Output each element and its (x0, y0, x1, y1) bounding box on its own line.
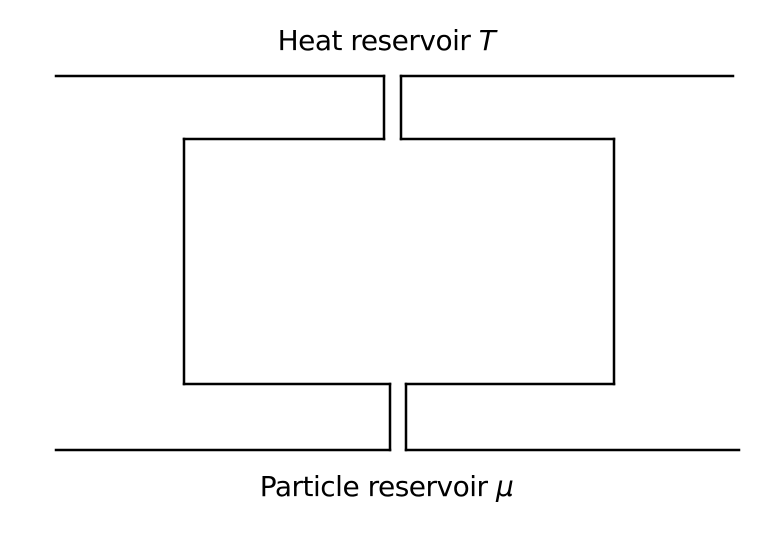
chemical-potential-symbol: μ (495, 470, 514, 503)
heat-reservoir-label: Heat reservoir T (0, 24, 773, 57)
temperature-symbol: T (478, 24, 496, 57)
particle-reservoir-label: Particle reservoir μ (0, 470, 773, 503)
heat-reservoir-text: Heat reservoir (277, 24, 479, 57)
particle-reservoir-text: Particle reservoir (259, 470, 496, 503)
